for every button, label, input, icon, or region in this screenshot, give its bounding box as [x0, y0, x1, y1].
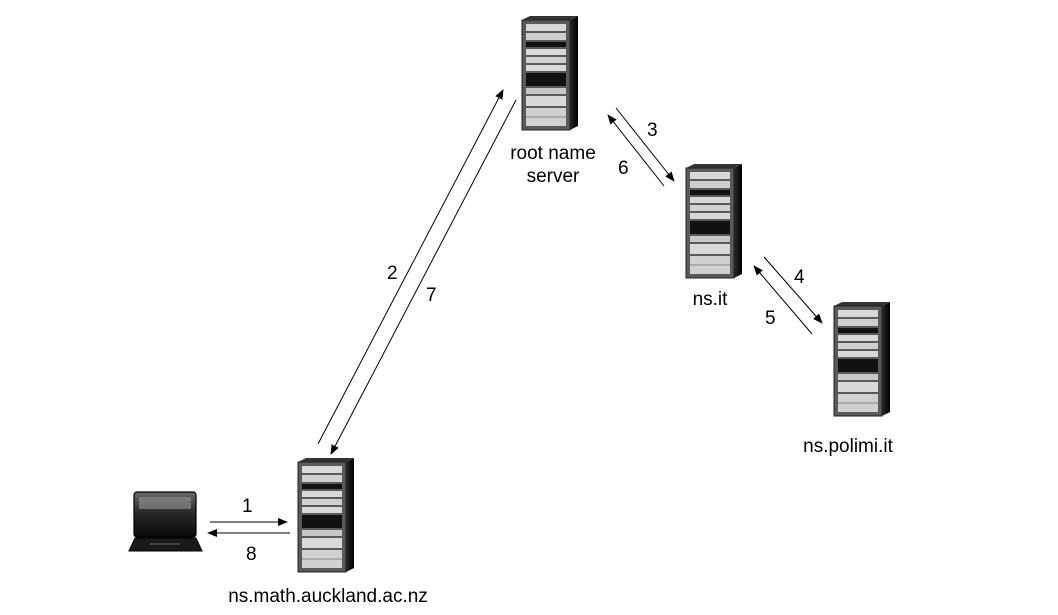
step-4-label: 4: [794, 267, 805, 288]
arrow-step-4: [763, 256, 823, 324]
ns-it-server: ns.it: [685, 163, 743, 310]
arrow-step-6: [607, 114, 665, 187]
step-5-label: 5: [765, 308, 776, 329]
ns-polimi-server: ns.polimi.it: [803, 301, 894, 457]
arrow-step-7: [330, 99, 517, 455]
ns-it-label: ns.it: [693, 289, 729, 310]
arrow-step-3: [615, 107, 675, 182]
server-icon: [521, 15, 579, 131]
root-server-label-line1: root name: [510, 143, 596, 164]
arrow-step-2: [317, 89, 504, 445]
step-7-label: 7: [426, 285, 437, 306]
step-1-label: 1: [242, 496, 253, 517]
ns-math-label: ns.math.auckland.ac.nz: [228, 586, 428, 607]
root-name-server: root name server: [510, 15, 596, 187]
laptop-icon: [128, 491, 203, 552]
server-icon: [297, 457, 355, 573]
step-3-label: 3: [647, 120, 658, 141]
ns-math-server: ns.math.auckland.ac.nz: [228, 457, 428, 607]
arrow-step-5: [753, 265, 813, 335]
ns-polimi-label: ns.polimi.it: [803, 436, 893, 457]
root-server-label-line2: server: [527, 166, 580, 187]
step-2-label: 2: [387, 263, 398, 284]
step-6-label: 6: [618, 158, 629, 179]
server-icon: [685, 163, 743, 279]
server-icon: [833, 301, 891, 417]
step-8-label: 8: [246, 544, 257, 565]
